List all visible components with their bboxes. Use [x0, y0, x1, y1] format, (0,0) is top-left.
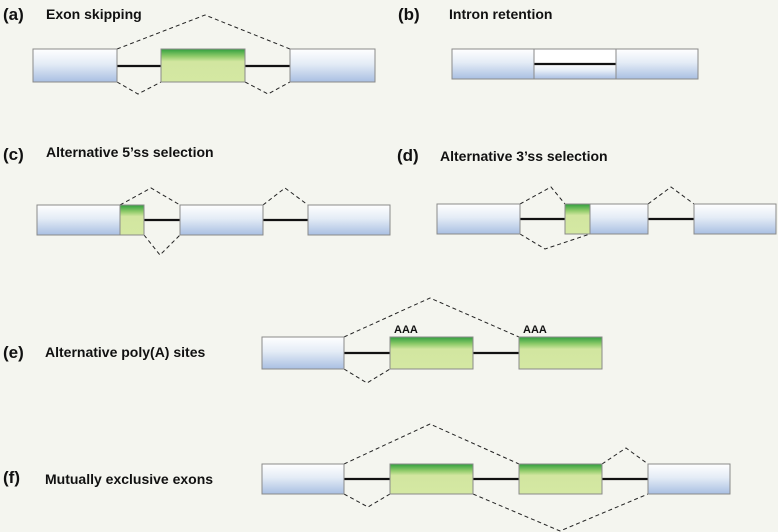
- panel-a-skip-junction: [116, 14, 291, 50]
- panel-d-alt-extension: [564, 203, 591, 235]
- panel-e-exon-1: [261, 336, 345, 370]
- panel-f-letter: (f): [3, 468, 20, 487]
- panel-d-exon-1: [436, 203, 521, 235]
- panel-f-mutually-exclusive-exon-1: [389, 463, 474, 495]
- panel-e-junction-distal: [343, 297, 520, 338]
- panel-f-exon-first: [261, 463, 345, 495]
- panel-c-letter: (c): [3, 145, 24, 164]
- panel-c-junction-lower: [143, 234, 181, 256]
- panel-d-exon-3: [693, 203, 777, 235]
- panel-a-title: Exon skipping: [46, 6, 142, 22]
- panel-d-title: Alternative 3’ss selection: [440, 148, 608, 164]
- panel-d-exon-2: [589, 203, 649, 235]
- panel-c-exon-2: [179, 204, 264, 236]
- panel-f-mutually-exclusive: (f) Mutually exclusive exons: [3, 423, 731, 532]
- panel-f-junction-exon1-in: [343, 493, 391, 508]
- panel-a-inclusion-junction-right: [244, 81, 291, 95]
- panel-d-junction-downstream: [647, 186, 695, 205]
- panel-d-junction-upper: [519, 186, 566, 205]
- panel-d-junction-lower: [519, 233, 591, 250]
- panel-e-alt-polya: (e) Alternative poly(A) sites AAA AAA: [3, 297, 603, 384]
- panel-b-exon-right: [615, 48, 699, 80]
- panel-a-letter: (a): [3, 5, 24, 24]
- panel-f-exon-last: [647, 463, 731, 495]
- panel-d-alt-3ss: (d) Alternative 3’ss selection: [397, 146, 777, 250]
- panel-a-exon-right: [289, 48, 376, 83]
- panel-e-terminal-exon-distal: [518, 336, 603, 370]
- panel-b-retained-intron-shade: [534, 64, 616, 79]
- panel-a-exon-skipping: (a) Exon skipping: [3, 5, 376, 95]
- panel-c-junction-downstream: [262, 187, 309, 206]
- panel-f-mutually-exclusive-exon-2: [518, 463, 603, 495]
- panel-f-title: Mutually exclusive exons: [45, 471, 213, 487]
- panel-e-junction-proximal: [343, 368, 391, 384]
- panel-c-exon-3: [307, 204, 391, 236]
- panel-e-terminal-exon-proximal: [389, 336, 474, 370]
- panel-d-letter: (d): [397, 146, 419, 165]
- panel-a-alternative-exon: [160, 48, 246, 83]
- panel-c-alt-5ss: (c) Alternative 5’ss selection: [3, 144, 391, 256]
- panel-e-title: Alternative poly(A) sites: [45, 344, 205, 360]
- panel-a-exon-left: [32, 48, 118, 83]
- panel-f-junction-exon2-in: [343, 423, 520, 465]
- panel-f-junction-exon2-out: [601, 447, 649, 465]
- panel-b-intron-retention: (b) Intron retention: [398, 5, 699, 80]
- panel-b-title: Intron retention: [449, 6, 552, 22]
- panel-c-exon-1: [36, 204, 121, 236]
- polya-label-proximal: AAA: [394, 324, 418, 336]
- panel-b-letter: (b): [398, 5, 420, 24]
- panel-c-junction-upper: [119, 187, 181, 206]
- panel-a-inclusion-junction-left: [116, 81, 162, 95]
- panel-c-alt-extension: [119, 204, 145, 236]
- panel-b-exon-left: [451, 48, 535, 80]
- panel-c-title: Alternative 5’ss selection: [46, 144, 214, 160]
- panel-e-letter: (e): [3, 343, 24, 362]
- panel-f-junction-exon1-out: [472, 493, 649, 532]
- polya-label-distal: AAA: [523, 324, 547, 336]
